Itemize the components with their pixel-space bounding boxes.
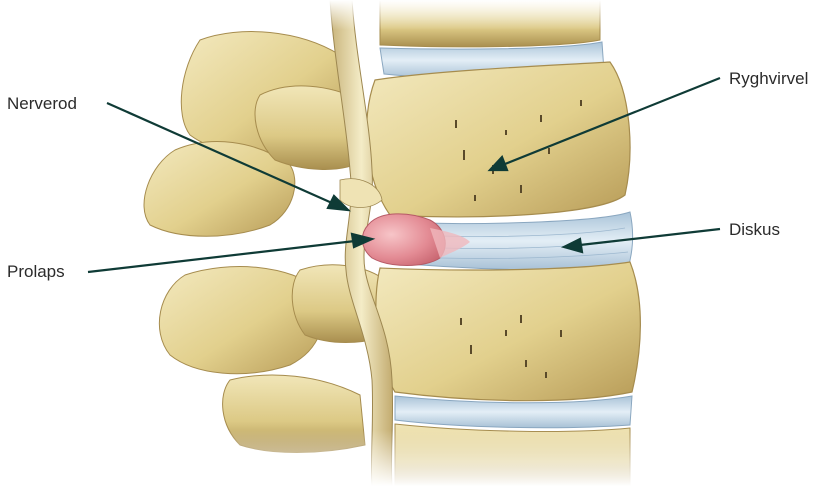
label-diskus: Diskus: [729, 220, 780, 240]
label-nerverod: Nerverod: [7, 94, 77, 114]
label-ryghvirvel: Ryghvirvel: [729, 69, 808, 89]
label-prolaps: Prolaps: [7, 262, 65, 282]
lower-vertebra-body: [376, 262, 640, 401]
upper-vertebra-body: [367, 62, 630, 217]
